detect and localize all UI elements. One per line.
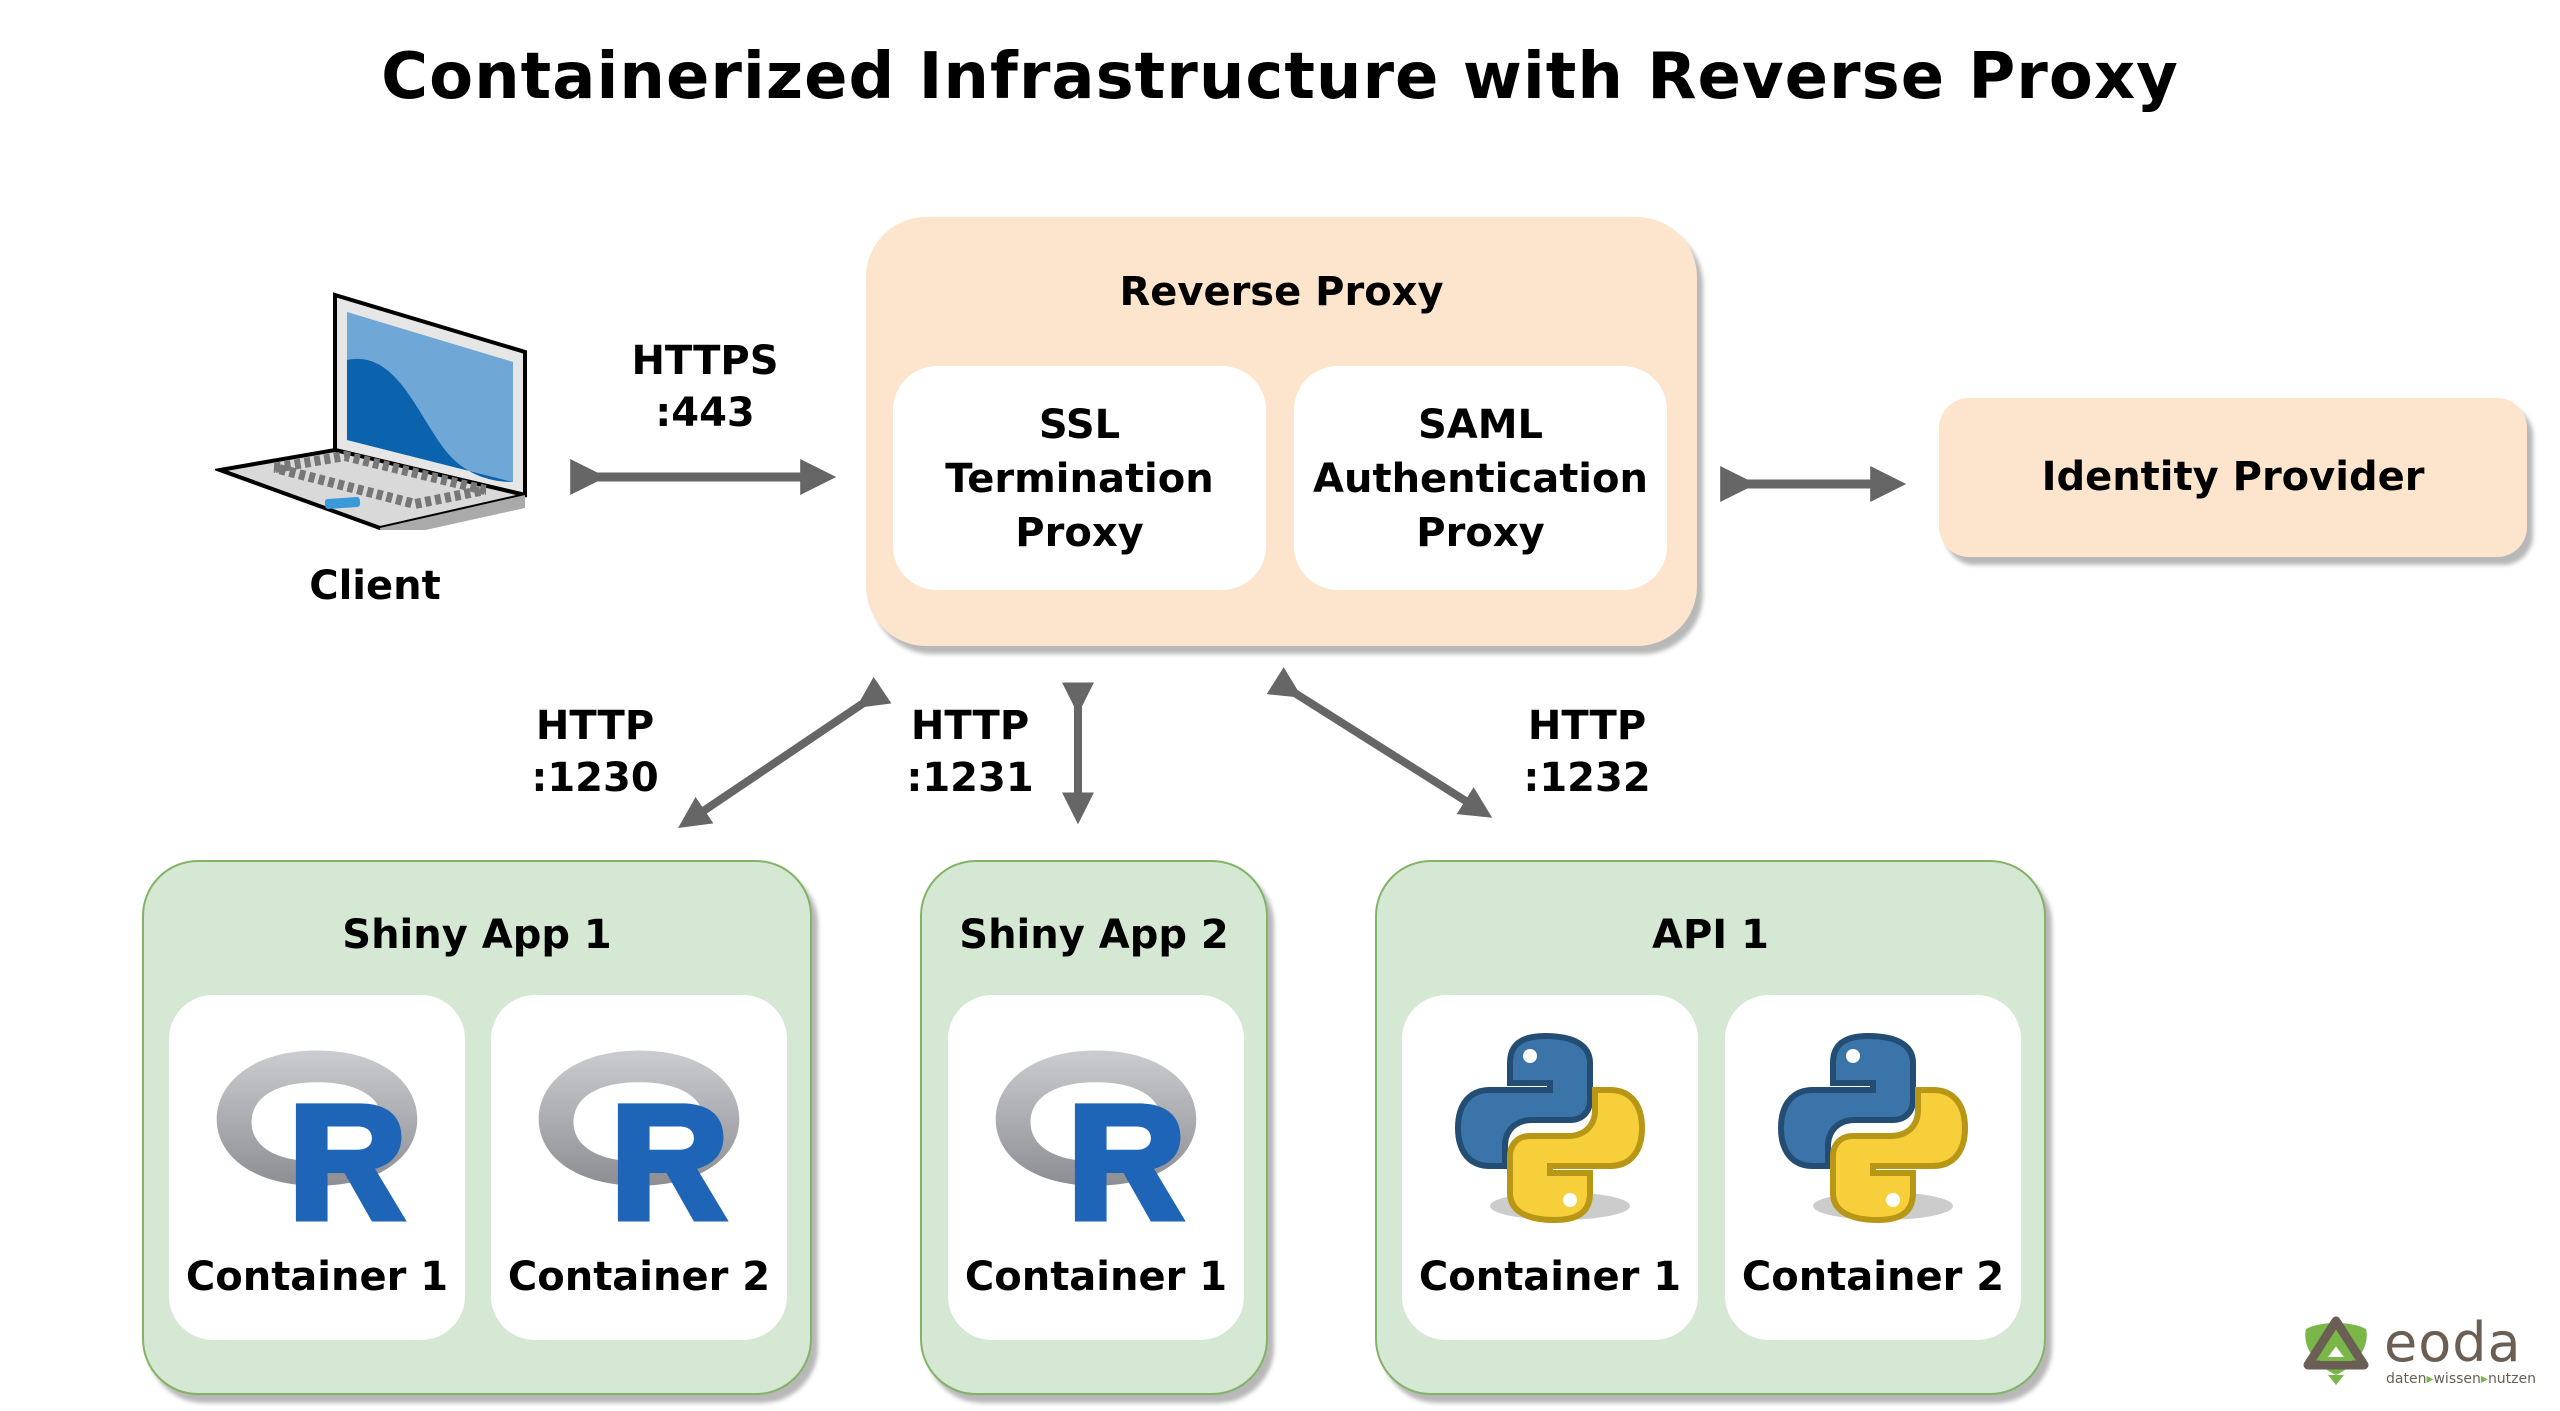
http-link-label-2: HTTP :1231 (875, 700, 1065, 804)
link-protocol: HTTP (535, 703, 655, 749)
link-port: :1231 (906, 755, 1034, 801)
component-line: Proxy (1416, 510, 1545, 556)
r-logo-icon (207, 1040, 427, 1230)
group-title: Shiny App 1 (342, 912, 612, 958)
container-label: Container 1 (964, 1254, 1228, 1300)
identity-provider-label: Identity Provider (2041, 454, 2425, 500)
arrow-proxy-api1 (1266, 667, 1493, 818)
client-node (212, 290, 540, 540)
arrow-proxy-app1 (678, 676, 892, 829)
component-line: Proxy (1015, 510, 1144, 556)
group-shiny-app-2: Shiny App 2 Container 1 (920, 860, 1268, 1395)
laptop-icon (212, 292, 527, 540)
r-logo-icon (529, 1040, 749, 1230)
tagline-word: daten (2386, 1371, 2427, 1387)
http-link-label-3: HTTP :1232 (1492, 700, 1682, 804)
link-protocol: HTTP (1527, 703, 1647, 749)
diagram-title: Containerized Infrastructure with Revers… (381, 40, 2179, 114)
container-card: Container 1 (1402, 995, 1698, 1340)
container-card: Container 2 (491, 995, 787, 1340)
r-logo-icon (986, 1040, 1206, 1230)
link-protocol: HTTPS (631, 338, 779, 384)
reverse-proxy-title: Reverse Proxy (1119, 269, 1444, 315)
container-card: Container 1 (948, 995, 1244, 1340)
https-link-label: HTTPS :443 (600, 335, 810, 439)
logo-name: eoda (2384, 1311, 2522, 1374)
tagline-word: nutzen (2487, 1371, 2537, 1387)
container-label: Container 1 (1418, 1254, 1682, 1300)
container-card: Container 1 (169, 995, 465, 1340)
identity-provider-box: Identity Provider (1939, 398, 2527, 557)
component-line: Authentication (1313, 456, 1648, 502)
tagline-word: wissen (2433, 1371, 2481, 1387)
group-title: Shiny App 2 (959, 912, 1229, 958)
link-port: :1230 (531, 755, 659, 801)
link-port: :1232 (1523, 755, 1651, 801)
saml-authentication-proxy: SAML Authentication Proxy (1294, 366, 1667, 590)
group-shiny-app-1: Shiny App 1 Container 1 Container 2 (142, 860, 812, 1395)
container-label: Container 2 (1741, 1254, 2005, 1300)
group-title: API 1 (1652, 912, 1769, 958)
python-logo-icon (1773, 1023, 1973, 1233)
container-label: Container 1 (185, 1254, 449, 1300)
container-card: Container 2 (1725, 995, 2021, 1340)
reverse-proxy-box: Reverse Proxy SSL Termination Proxy SAML… (866, 217, 1697, 646)
ssl-termination-proxy: SSL Termination Proxy (893, 366, 1266, 590)
eoda-mark-icon (2303, 1316, 2369, 1385)
logo-tagline: daten▸wissen▸nutzen (2386, 1371, 2537, 1387)
eoda-logo: eoda daten▸wissen▸nutzen (2300, 1311, 2550, 1395)
python-logo-icon (1450, 1023, 1650, 1233)
http-link-label-1: HTTP :1230 (500, 700, 690, 804)
link-port: :443 (655, 390, 755, 436)
component-line: SAML (1417, 402, 1544, 448)
component-line: Termination (945, 456, 1214, 502)
container-label: Container 2 (507, 1254, 771, 1300)
component-line: SSL (1038, 402, 1121, 448)
client-label: Client (309, 563, 441, 609)
link-protocol: HTTP (910, 703, 1030, 749)
group-api-1: API 1 Container 1 Container 2 (1375, 860, 2046, 1395)
